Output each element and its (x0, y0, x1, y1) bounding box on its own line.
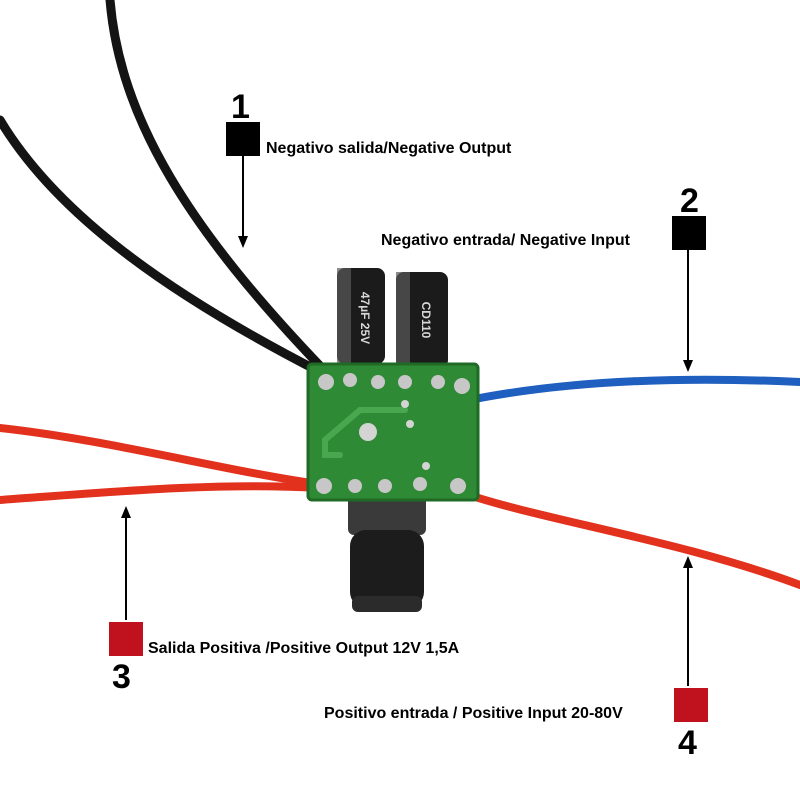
black-wire-right (105, 0, 327, 373)
arrow-1 (238, 156, 248, 248)
capacitor-left-print: 47µF 25V (358, 292, 372, 344)
capacitor-right: CD110 (396, 272, 448, 368)
callout-2-number: 2 (680, 182, 699, 220)
arrow-2 (683, 250, 693, 372)
callout-4-number: 4 (678, 724, 697, 762)
callout-3-number: 3 (112, 658, 131, 696)
callout-2-marker (672, 216, 706, 250)
callout-3-marker (109, 622, 143, 656)
pcb-board (306, 362, 480, 502)
arrow-4 (683, 556, 693, 686)
arrow-3 (121, 506, 131, 620)
callout-4-marker (674, 688, 708, 722)
callout-1-marker (226, 122, 260, 156)
blue-wire (456, 375, 800, 406)
inductor (348, 495, 426, 612)
capacitor-right-print: CD110 (419, 302, 433, 339)
callout-2-label: Negativo entrada/ Negative Input (381, 232, 630, 249)
red-wire-lower (0, 482, 324, 504)
red-wire-input (456, 488, 800, 589)
capacitor-left: 47µF 25V (337, 268, 385, 364)
red-wire-upper (0, 424, 322, 488)
callout-1-label: Negativo salida/Negative Output (266, 140, 512, 157)
black-wire-left (0, 115, 325, 377)
callout-4-label: Positivo entrada / Positive Input 20-80V (324, 705, 623, 722)
callout-3-label: Salida Positiva /Positive Output 12V 1,5… (148, 640, 460, 657)
callout-1-number: 1 (231, 88, 250, 126)
